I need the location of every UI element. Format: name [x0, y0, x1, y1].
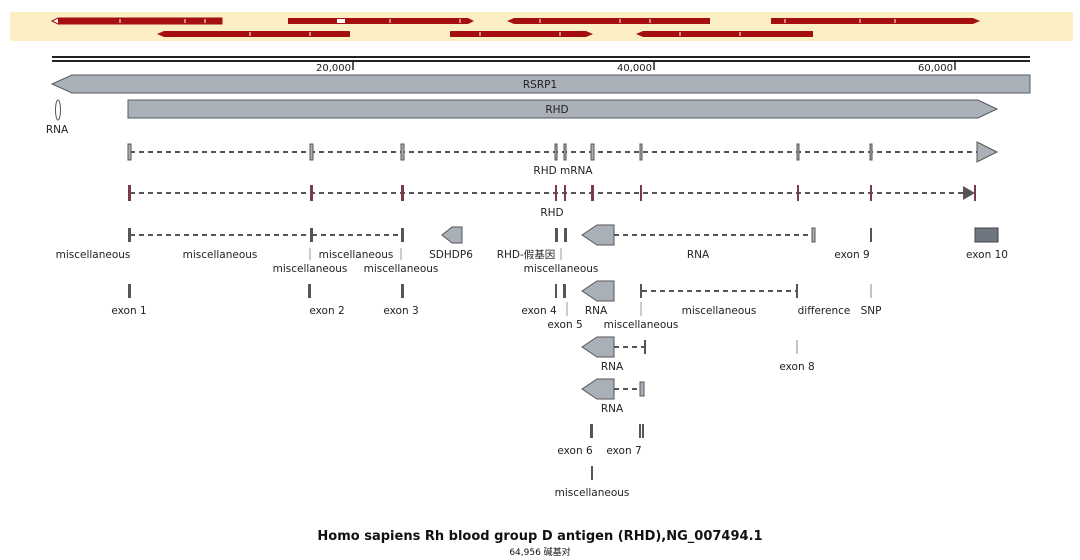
- rna-arrow-3[interactable]: [581, 336, 615, 358]
- overview-arrow: [288, 18, 474, 24]
- exon-10-block[interactable]: [974, 227, 999, 243]
- feature-label: miscellaneous: [56, 249, 131, 261]
- feature-label: exon 10: [966, 249, 1008, 261]
- overview-arrow: [771, 18, 980, 24]
- feature-label: SNP: [861, 305, 882, 317]
- feature-label: miscellaneous: [682, 305, 757, 317]
- transcript-label: RHD: [540, 207, 563, 219]
- exon-6-mark[interactable]: [590, 424, 593, 438]
- feature-label: exon 9: [834, 249, 869, 261]
- ruler-label: 60,000: [918, 63, 953, 74]
- overview-ticks: [119, 19, 896, 36]
- overview-panel[interactable]: [10, 12, 1073, 41]
- feature-row-exons: [128, 280, 872, 316]
- gene-rsrp1-label: RSRP1: [523, 79, 557, 91]
- feature-exons-6-7: exon 6 exon 7: [557, 424, 644, 457]
- feature-label: SDHDP6: [429, 249, 473, 261]
- overview-arrow: [58, 18, 222, 24]
- feature-label: exon 2: [309, 305, 344, 317]
- overview-arrow: [636, 31, 813, 37]
- feature-label: RNA: [601, 403, 624, 415]
- feature-label: miscellaneous: [524, 263, 599, 275]
- feature-label: exon 5: [547, 319, 582, 331]
- overview-arrow: [157, 31, 350, 37]
- rna-arrow-2[interactable]: [581, 280, 615, 302]
- feature-label: RNA: [687, 249, 710, 261]
- cds-end-arrow: [963, 186, 975, 200]
- feature-label: miscellaneous: [273, 263, 348, 275]
- feature-label: miscellaneous: [604, 319, 679, 331]
- rna-arrow-4[interactable]: [581, 378, 615, 400]
- transcript-rhd-mrna[interactable]: RHD mRNA: [127, 141, 999, 177]
- feature-exon-8[interactable]: exon 8: [779, 340, 815, 373]
- ruler: 20,000 40,000 60,000: [52, 56, 1030, 74]
- overview-arrow: [507, 18, 710, 24]
- feature-rna-left[interactable]: RNA: [46, 99, 69, 136]
- misc-marks: [128, 228, 872, 242]
- feature-label: RNA: [585, 305, 608, 317]
- rna-end: [644, 340, 646, 354]
- feature-label: exon 1: [111, 305, 146, 317]
- rna-long-arrow[interactable]: [581, 224, 615, 246]
- gene-rhd-arrow[interactable]: [127, 99, 999, 119]
- ruler-bar: [52, 56, 1030, 58]
- feature-labels-row2: exon 1 exon 2 exon 3 exon 4 exon 5 RNA m…: [111, 305, 881, 331]
- gene-rhd-label: RHD: [545, 104, 568, 116]
- feature-label: miscellaneous: [319, 249, 394, 261]
- feature-label: RNA: [46, 124, 69, 136]
- gene-rsrp1-arrow[interactable]: [50, 74, 1031, 94]
- exon-7-mark[interactable]: [639, 424, 641, 438]
- feature-label: exon 6: [557, 445, 593, 457]
- sequence-length: 64,956 碱基对: [509, 548, 571, 558]
- feature-labels-row1: miscellaneous miscellaneous miscellaneou…: [56, 248, 1008, 275]
- ruler-bar: [52, 60, 1030, 62]
- transcript-label: RHD mRNA: [533, 165, 593, 177]
- feature-label: miscellaneous: [555, 487, 630, 499]
- feature-label: miscellaneous: [364, 263, 439, 275]
- feature-label: RNA: [601, 361, 624, 373]
- mrna-exons: [127, 143, 873, 161]
- overview-arrow: [450, 31, 593, 37]
- rna-long-end: [811, 227, 816, 243]
- sdhdp6-arrow[interactable]: [441, 226, 463, 244]
- ruler-label: 20,000: [316, 63, 351, 74]
- overview-gap: [337, 19, 345, 23]
- feature-label: miscellaneous: [183, 249, 258, 261]
- feature-label: RHD-假基因: [497, 248, 556, 261]
- graphic-title: Homo sapiens Rh blood group D antigen (R…: [317, 529, 763, 544]
- feature-label: exon 4: [521, 305, 557, 317]
- feature-label: exon 7: [606, 445, 641, 457]
- feature-rna-3[interactable]: RNA: [581, 336, 646, 373]
- exon-marks: [128, 284, 566, 298]
- gene-rsrp1[interactable]: RSRP1: [50, 74, 1031, 94]
- gene-rhd[interactable]: RHD: [127, 99, 999, 119]
- feature-label: difference: [798, 305, 851, 317]
- rna-end: [639, 381, 645, 397]
- feature-row-misc: [128, 224, 999, 246]
- rna-marker-icon[interactable]: [55, 99, 61, 121]
- exon-7-mark[interactable]: [642, 424, 644, 438]
- feature-label: exon 3: [383, 305, 418, 317]
- transcript-rhd-cds[interactable]: RHD: [128, 185, 976, 219]
- feature-misc-9[interactable]: miscellaneous: [555, 466, 630, 499]
- cds-exons: [128, 185, 872, 201]
- ruler-label: 40,000: [617, 63, 652, 74]
- mrna-end-arrow: [976, 141, 999, 163]
- feature-rna-4[interactable]: RNA: [581, 378, 645, 415]
- feature-label: exon 8: [779, 361, 814, 373]
